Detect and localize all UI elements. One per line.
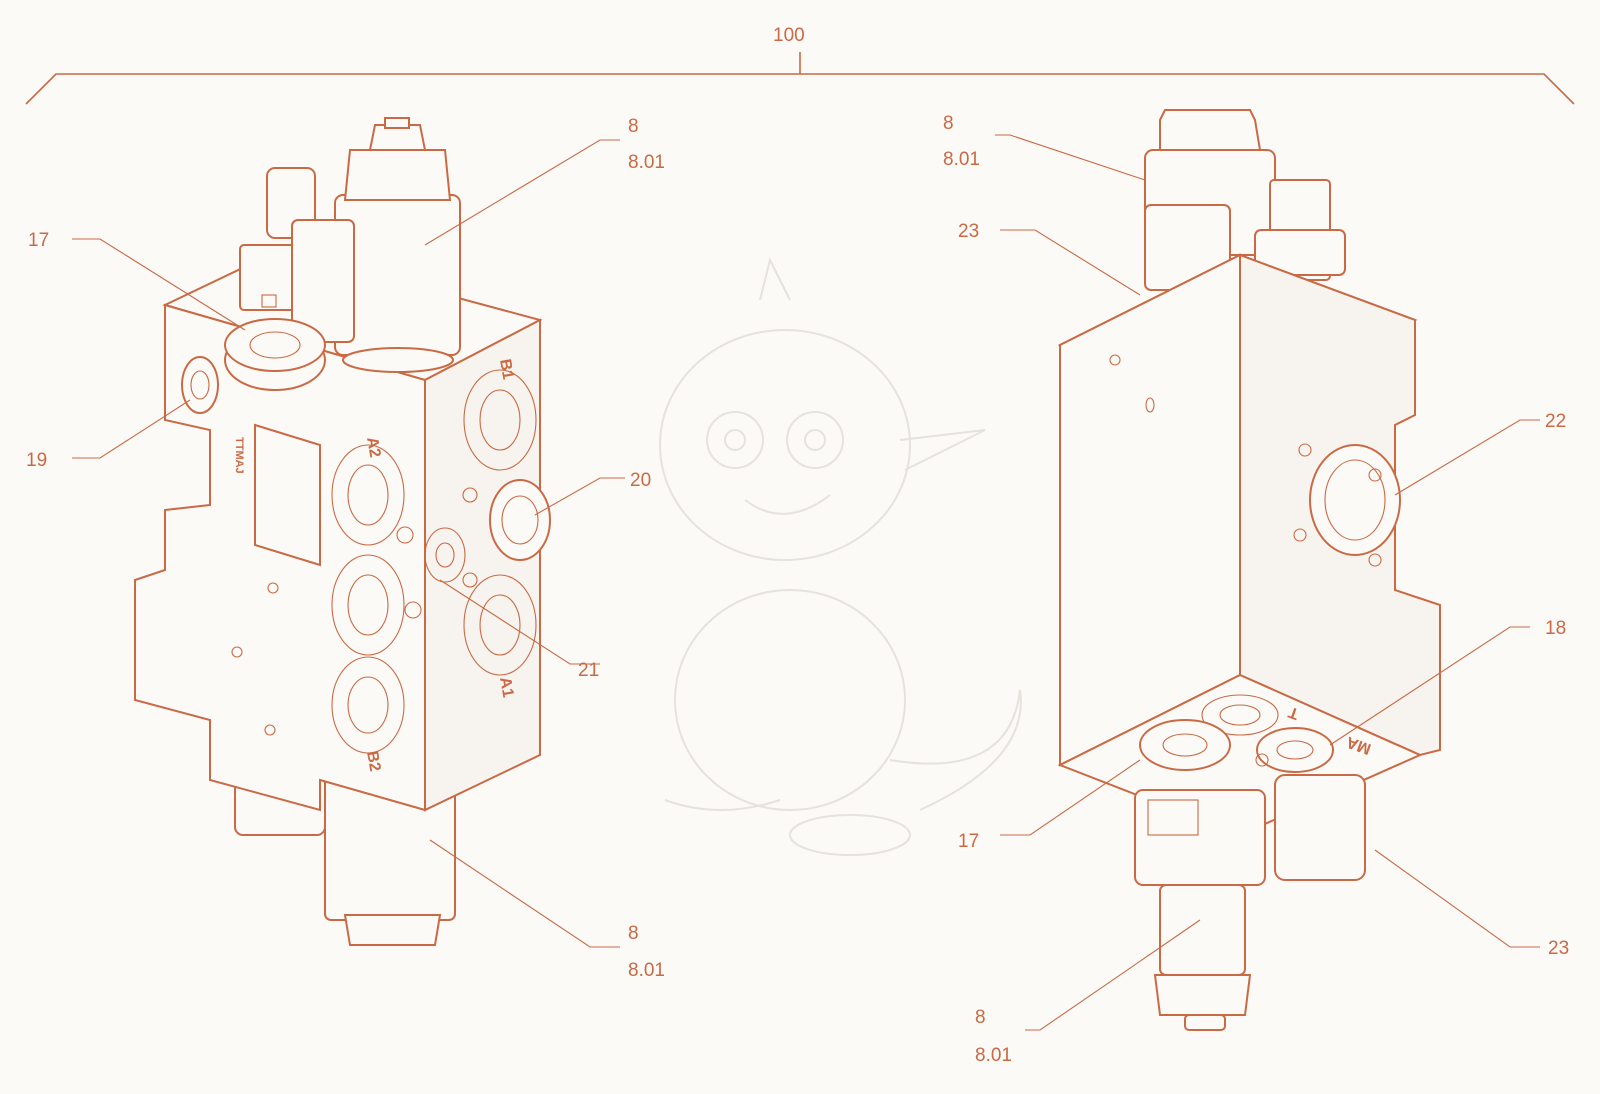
- callout-17-left: 17: [28, 230, 49, 251]
- right-callouts: 8 8.01 23 22 18 17 23 8 8.01: [943, 113, 1569, 1066]
- port-label-a2: A2: [363, 436, 383, 459]
- callout-8-left-top: 8: [628, 116, 639, 137]
- port-label-b2: B2: [363, 750, 383, 773]
- left-nameplate: TTMAJ: [231, 423, 321, 736]
- port-label-a1: A1: [496, 676, 516, 699]
- right-valve-block: [1057, 253, 1441, 837]
- left-plug-17: [224, 318, 326, 391]
- callout-22-right: 22: [1545, 411, 1566, 432]
- right-lower-solenoid: [1134, 774, 1366, 1031]
- callout-8-01-right-top: 8.01: [943, 149, 980, 170]
- callout-8-left-bottom: 8: [628, 923, 639, 944]
- plate-text: TTMAJ: [233, 437, 245, 474]
- left-valve-view: TTMAJ B1 A2 A1: [26, 116, 665, 981]
- assembly-bracket: 100: [25, 25, 1575, 105]
- right-port-22: [1293, 443, 1401, 567]
- left-port-holes: [331, 369, 551, 754]
- port-label-b1: B1: [496, 358, 516, 381]
- callout-23-right-bottom: 23: [1548, 938, 1569, 959]
- callout-8-right-bottom: 8: [975, 1007, 986, 1028]
- callout-21-left: 21: [578, 660, 599, 681]
- callout-8-01-left-top: 8.01: [628, 152, 665, 173]
- right-upper-solenoid: [1144, 109, 1346, 291]
- callout-20-left: 20: [630, 470, 651, 491]
- left-upper-solenoid: [334, 117, 461, 373]
- callout-8-01-right-bottom: 8.01: [975, 1045, 1012, 1066]
- callout-17-right: 17: [958, 831, 979, 852]
- callout-8-01-left-bottom: 8.01: [628, 960, 665, 981]
- callout-8-right-top: 8: [943, 113, 954, 134]
- left-plug-19: [181, 356, 219, 414]
- left-callouts: 8 8.01 17 19 20 21 8 8.01: [26, 116, 665, 981]
- assembly-label: 100: [773, 25, 805, 46]
- right-valve-view: T MA 8 8.01 23 22 18 17 23: [943, 109, 1569, 1066]
- baby-dragon-watermark-icon: [659, 257, 1022, 856]
- left-connector: [239, 167, 355, 343]
- callout-18-right: 18: [1545, 618, 1566, 639]
- right-bottom-ports: [1139, 694, 1334, 773]
- callout-19-left: 19: [26, 450, 47, 471]
- callout-23-right-top: 23: [958, 221, 979, 242]
